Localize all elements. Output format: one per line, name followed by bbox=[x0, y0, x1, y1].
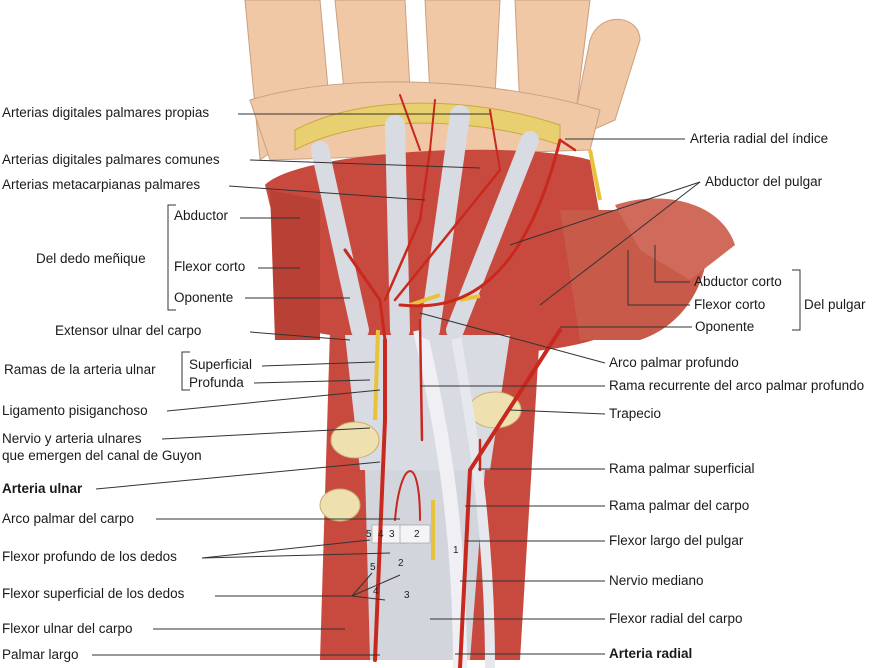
label-flexor-largo-pulgar: Flexor largo del pulgar bbox=[609, 533, 744, 548]
label-trapecio: Trapecio bbox=[609, 406, 662, 421]
label-oponente-menique: Oponente bbox=[174, 290, 234, 305]
label-flexor-radial-carpo: Flexor radial del carpo bbox=[609, 611, 743, 626]
label-oponente-pulgar: Oponente bbox=[695, 319, 755, 334]
label-extensor-ulnar: Extensor ulnar del carpo bbox=[55, 323, 202, 338]
tendon-number: 4 bbox=[373, 586, 379, 597]
label-dedo-menique: Del dedo meñique bbox=[36, 251, 146, 266]
label-ramas-arteria-ulnar: Ramas de la arteria ulnar bbox=[4, 362, 156, 377]
label-rama-palmar-superficial: Rama palmar superficial bbox=[609, 461, 755, 476]
tendon-numbers: 5 4 3 2 2 5 4 3 1 bbox=[366, 529, 459, 601]
skin-fingers bbox=[244, 0, 641, 161]
tendon-number: 1 bbox=[453, 545, 459, 556]
label-arterias-metacarpianas: Arterias metacarpianas palmares bbox=[2, 177, 201, 192]
label-arteria-radial-indice: Arteria radial del índice bbox=[690, 131, 829, 146]
label-arteria-radial: Arteria radial bbox=[609, 646, 693, 661]
leader-lines bbox=[92, 113, 801, 656]
label-del-pulgar: Del pulgar bbox=[804, 297, 866, 312]
label-palmar-largo: Palmar largo bbox=[2, 647, 79, 662]
label-flexor-superficial: Flexor superficial de los dedos bbox=[2, 586, 185, 601]
label-canal-guyon: que emergen del canal de Guyon bbox=[2, 448, 202, 463]
label-ligamento-pisiganchoso: Ligamento pisiganchoso bbox=[2, 403, 148, 418]
tendon-number: 5 bbox=[366, 529, 372, 540]
label-flexor-corto-menique: Flexor corto bbox=[174, 259, 246, 274]
label-flexor-profundo: Flexor profundo de los dedos bbox=[2, 549, 177, 564]
label-abductor-pulgar: Abductor del pulgar bbox=[705, 174, 823, 189]
label-rama-recurrente: Rama recurrente del arco palmar profundo bbox=[609, 378, 865, 393]
label-arterias-digitales-comunes: Arterias digitales palmares comunes bbox=[2, 152, 220, 167]
label-rama-palmar-carpo: Rama palmar del carpo bbox=[609, 498, 750, 513]
tendon-number: 3 bbox=[389, 529, 395, 540]
tendon-number: 3 bbox=[404, 590, 410, 601]
label-arteria-ulnar: Arteria ulnar bbox=[2, 481, 83, 496]
label-abductor-corto: Abductor corto bbox=[694, 274, 782, 289]
label-abductor: Abductor bbox=[174, 208, 229, 223]
tendon-number: 4 bbox=[378, 529, 384, 540]
tendon-number: 5 bbox=[370, 562, 376, 573]
label-superficial: Superficial bbox=[189, 357, 253, 372]
arteries bbox=[343, 94, 577, 668]
label-arterias-digitales-propias: Arterias digitales palmares propias bbox=[2, 105, 210, 120]
label-nervio-arteria-ulnares: Nervio y arteria ulnares bbox=[2, 431, 142, 446]
tendon-number: 2 bbox=[398, 558, 404, 569]
label-arco-palmar-profundo: Arco palmar profundo bbox=[609, 355, 739, 370]
label-nervio-mediano: Nervio mediano bbox=[609, 573, 704, 588]
label-profunda: Profunda bbox=[189, 375, 244, 390]
nerves bbox=[373, 149, 602, 560]
label-flexor-corto-pulgar: Flexor corto bbox=[694, 297, 766, 312]
label-arco-palmar-carpo: Arco palmar del carpo bbox=[2, 511, 135, 526]
tendon-number: 2 bbox=[414, 529, 420, 540]
label-flexor-ulnar-carpo: Flexor ulnar del carpo bbox=[2, 621, 133, 636]
